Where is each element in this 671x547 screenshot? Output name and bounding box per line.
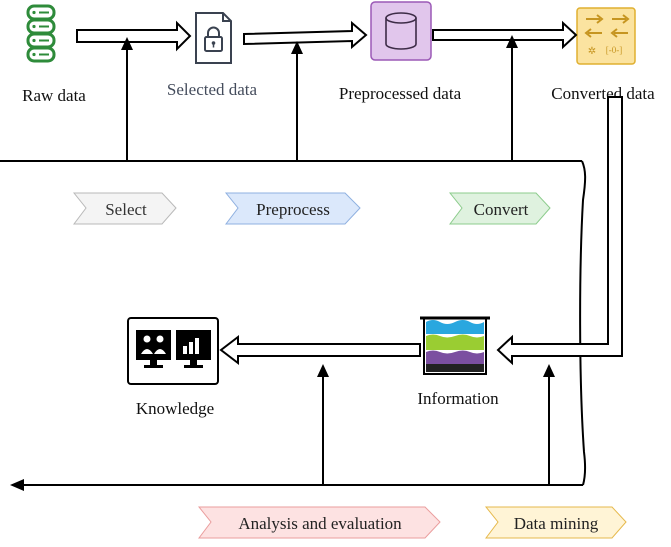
locked-document-icon [195,12,232,64]
select-label: Select [105,200,147,219]
database-icon [26,4,56,63]
convert-label: Convert [474,200,529,219]
tag-data-mining: Data mining [484,506,627,539]
data-exchange-icon: ✲ [-0-] [576,7,636,65]
knowledge-label: Knowledge [136,399,214,418]
tag-analysis-and-evaluation: Analysis and evaluation [197,506,441,539]
arrow-converted-to-information [496,96,623,366]
converted-data-label: Converted data [551,84,655,103]
arrow-selected-to-preprocessed [243,20,368,50]
preprocess-label: Preprocess [256,200,330,219]
selected-data-label: Selected data [167,80,258,99]
raw-data-label: Raw data [22,86,86,105]
process-arrowheads-top [121,35,518,54]
information-icon [420,316,490,375]
process-arrowheads-bottom [10,364,555,491]
data-mining-label: Data mining [514,514,599,533]
arrow-raw-to-selected [76,20,192,52]
preprocessed-data-label: Preprocessed data [339,84,462,103]
tag-convert: Convert [448,192,551,225]
information-label: Information [417,389,499,408]
arrow-information-to-knowledge [219,334,421,366]
knowledge-icon [127,317,219,385]
tag-select: Select [72,192,177,225]
gear-icon: ✲ [588,46,596,57]
analysis-label: Analysis and evaluation [238,514,402,533]
process-line-bottom [22,375,583,486]
cylinder-database-icon [370,1,432,61]
flow-arrows-top [76,20,578,52]
process-line-top [0,46,587,486]
tag-preprocess: Preprocess [224,192,361,225]
arrow-preprocessed-to-converted [432,20,578,50]
converter-caption: [-0-] [606,45,623,55]
